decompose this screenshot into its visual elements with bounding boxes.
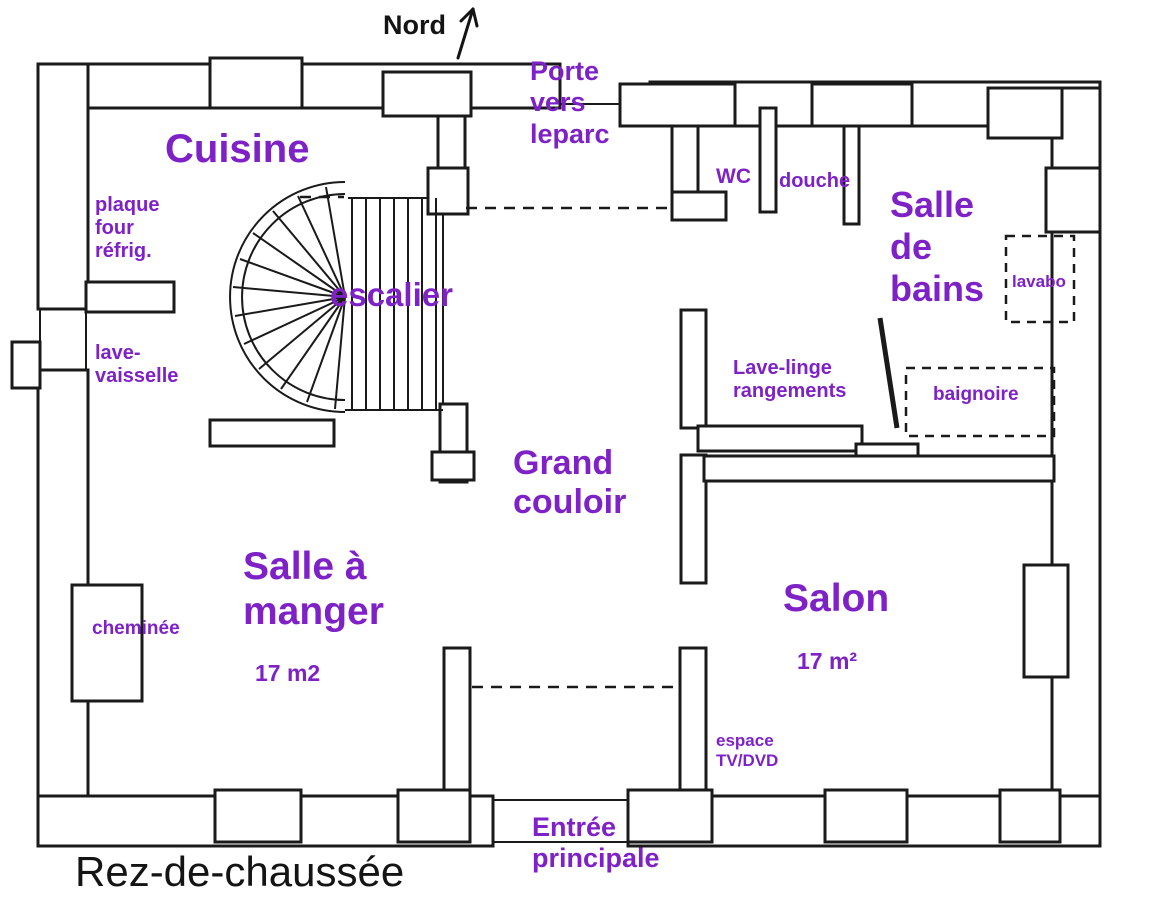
north-arrow-icon (456, 7, 479, 60)
north-label: Nord (383, 10, 446, 40)
label-baignoire: baignoire (933, 384, 1019, 405)
label-salle-a-manger-surface: 17 m2 (255, 660, 321, 686)
label-douche: douche (779, 170, 851, 192)
plan-title: Rez-de-chaussée (75, 848, 405, 895)
lavabo-outline (1004, 234, 1076, 324)
label-espace-tv-dvd: espace TV/DVD (716, 731, 779, 770)
room-label-grand-couloir: Grand couloir (513, 444, 627, 522)
label-escalier: escalier (330, 276, 453, 313)
label-lavabo: lavabo (1012, 272, 1066, 291)
room-label-salle-de-bains: Salle de bains (890, 184, 985, 309)
cheminee-outline (70, 583, 144, 703)
room-label-salle-a-manger: Salle à manger (243, 545, 384, 634)
label-wc: WC (716, 165, 751, 188)
label-plaque-four-refrig: plaque four réfrig. (95, 194, 160, 263)
label-lave-linge-rangements: Lave-linge rangements (733, 357, 847, 403)
room-label-salon: Salon (783, 577, 890, 620)
spiral-staircase (229, 181, 346, 413)
label-cheminee: cheminée (92, 618, 180, 639)
label-porte-vers-le-parc: Porte vers leparc (530, 56, 610, 149)
label-lave-vaisselle: lave- vaisselle (95, 342, 179, 388)
window-openings (10, 56, 1102, 844)
bathroom-door-leaf (877, 317, 900, 429)
dashed-openings (300, 195, 680, 689)
label-entree-principale: Entrée principale (532, 812, 660, 874)
baignoire-outline (904, 366, 1056, 438)
interior-walls (208, 104, 1056, 800)
door-thresholds (39, 103, 650, 843)
straight-stairs (345, 197, 444, 411)
label-salon-surface: 17 m² (797, 648, 858, 674)
room-label-cuisine: Cuisine (165, 127, 310, 171)
